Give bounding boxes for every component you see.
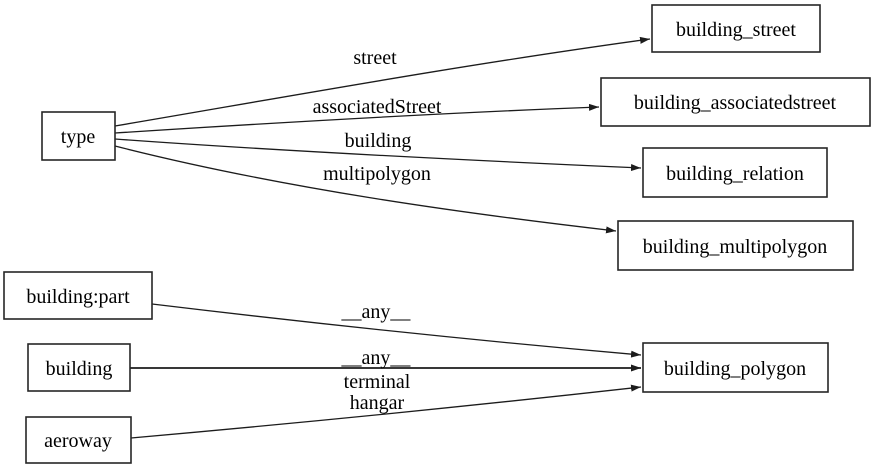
edge-label-street: street <box>353 47 397 69</box>
node-building_multipolygon: building_multipolygon <box>617 220 854 271</box>
node-building_street-box <box>651 4 821 53</box>
node-building_street-label: building_street <box>676 19 796 41</box>
edge-type-building_street <box>114 36 651 127</box>
node-type-label: type <box>61 126 96 148</box>
edges <box>114 36 651 439</box>
node-building: building <box>27 343 131 392</box>
edge-type-building_relation <box>114 138 642 172</box>
node-building_associatedstreet-box <box>600 77 871 127</box>
node-building-label: building <box>46 358 113 380</box>
edge-labels: street associatedStreet building multipo… <box>313 47 442 414</box>
node-building_multipolygon-box <box>617 220 854 271</box>
node-building_part-box <box>3 271 153 320</box>
node-aeroway-box <box>25 416 132 464</box>
edge-label-terminal: terminal <box>344 371 411 393</box>
node-type: type <box>41 111 116 161</box>
edge-label-multipolygon: multipolygon <box>323 163 431 185</box>
node-building_associatedstreet: building_associatedstreet <box>600 77 871 127</box>
node-building_part-label: building:part <box>26 286 130 308</box>
node-building_relation-label: building_relation <box>666 163 804 185</box>
edge-type-building_associatedstreet <box>114 103 600 134</box>
edge-type-building_multipolygon <box>114 145 617 234</box>
edge-aeroway-building_polygon <box>130 384 642 439</box>
edge-label-hangar: hangar <box>350 392 405 414</box>
edge-label-associatedstreet: associatedStreet <box>313 96 442 118</box>
node-building_relation: building_relation <box>642 147 828 198</box>
edge-label-any-part: __any__ <box>341 301 412 323</box>
node-building_street: building_street <box>651 4 821 53</box>
edge-building_part-building_polygon <box>151 303 642 358</box>
node-building_multipolygon-label: building_multipolygon <box>643 236 827 258</box>
node-building_polygon: building_polygon <box>642 342 829 393</box>
node-building_part: building:part <box>3 271 153 320</box>
edge-label-building: building <box>345 130 412 152</box>
node-type-box <box>41 111 116 161</box>
edge-label-any-building: __any__ <box>341 347 412 369</box>
node-building_relation-box <box>642 147 828 198</box>
node-building_polygon-label: building_polygon <box>664 358 806 380</box>
node-building_associatedstreet-label: building_associatedstreet <box>634 92 837 114</box>
node-building_polygon-box <box>642 342 829 393</box>
node-aeroway-label: aeroway <box>44 430 112 452</box>
node-aeroway: aeroway <box>25 416 132 464</box>
node-building-box <box>27 343 131 392</box>
